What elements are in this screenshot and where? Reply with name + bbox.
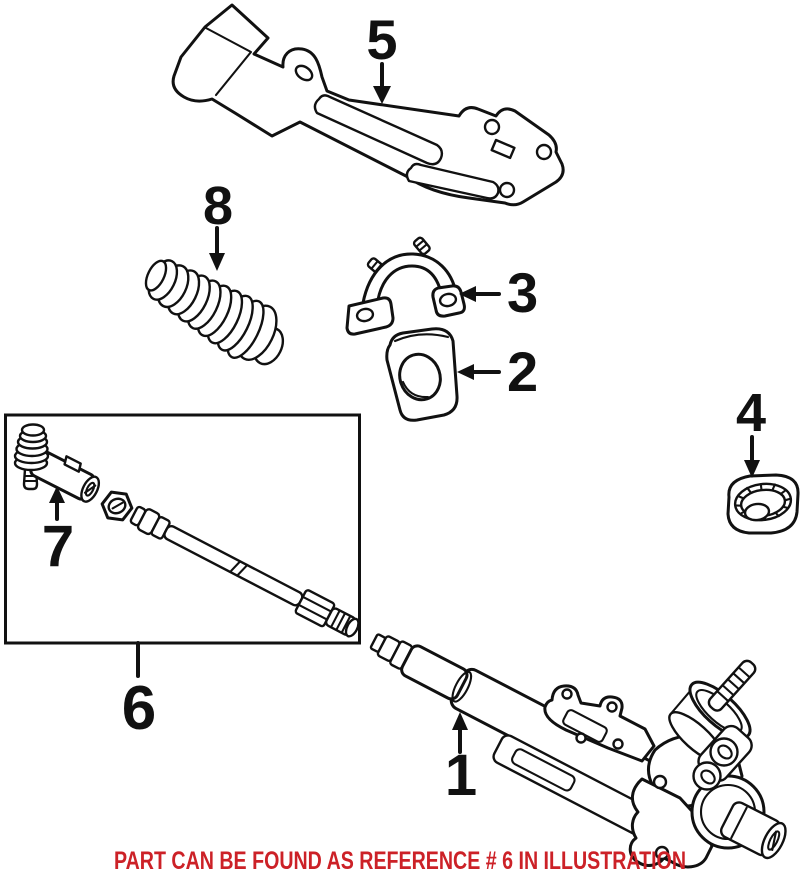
callout-label-2: 2	[507, 340, 538, 403]
callout-7: 7	[42, 486, 74, 579]
part-7-tie-rod-end-drawing	[13, 423, 101, 503]
callout-label-6: 6	[122, 674, 156, 743]
callout-label-3: 3	[507, 261, 538, 324]
callout-label-8: 8	[203, 176, 233, 236]
part-3-clamp-drawing	[345, 236, 466, 336]
part-8-boot-drawing	[144, 259, 285, 366]
callout-label-5: 5	[366, 8, 397, 71]
callout-1: 1	[445, 712, 477, 808]
inner-tie-rod-drawing	[129, 505, 360, 638]
callout-label-7: 7	[42, 514, 74, 579]
callout-4: 4	[736, 383, 766, 478]
part-1-steering-gear-drawing	[369, 633, 787, 869]
part-2-bushing-drawing	[385, 327, 459, 422]
callout-3: 3	[459, 261, 538, 324]
part-5-heat-shield-drawing	[171, 3, 565, 207]
callout-2: 2	[457, 340, 538, 403]
jam-nut-drawing	[100, 490, 134, 522]
callout-label-4: 4	[736, 383, 766, 443]
part-6-group-box	[4, 413, 361, 645]
callout-label-1: 1	[445, 743, 477, 808]
reference-note: PART CAN BE FOUND AS REFERENCE # 6 IN IL…	[114, 847, 686, 875]
callout-8: 8	[203, 176, 233, 271]
part-4-grommet-drawing	[726, 473, 800, 535]
callout-6: 6	[122, 641, 156, 743]
callout-5: 5	[366, 8, 398, 104]
